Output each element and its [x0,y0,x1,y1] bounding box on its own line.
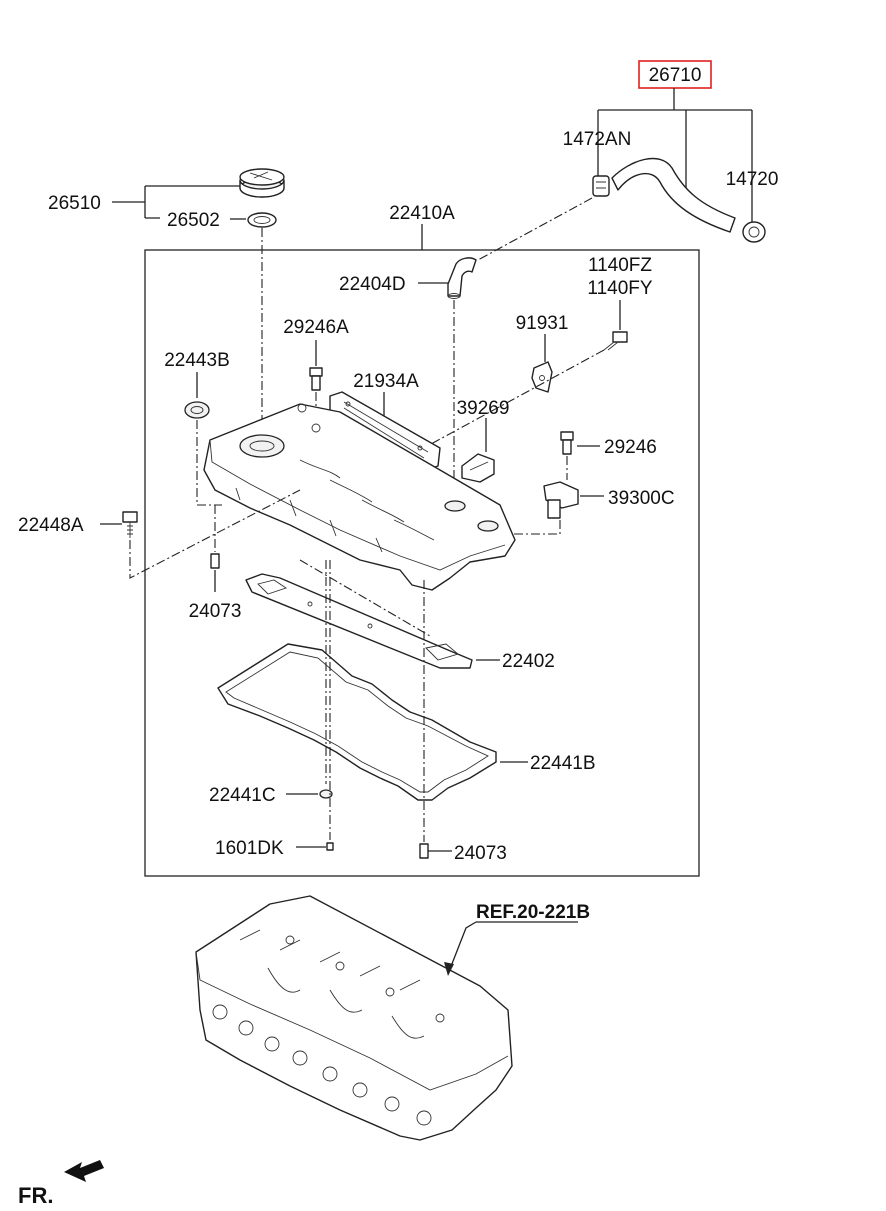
seal-22443b [184,401,210,419]
label-24073-upper: 24073 [189,601,242,622]
leader-26510 [112,185,240,219]
pcv-hose-22404d [447,257,477,299]
label-14720: 14720 [726,169,779,190]
label-22441b: 22441B [530,753,596,774]
label-26502: 26502 [167,210,220,231]
label-22448a: 22448A [18,515,84,536]
label-1140fy: 1140FY [587,278,652,299]
filler-cap-gasket [247,212,277,228]
highlight-box-26710 [638,60,712,89]
label-39269: 39269 [457,398,510,419]
label-1472an: 1472AN [563,129,632,150]
bracket-91931 [531,361,553,393]
plug-1601dk [326,842,334,851]
dash-22443b [196,420,222,506]
ref-leader [447,921,477,975]
label-22441c: 22441C [209,785,276,806]
sensor-bolt-29246a [309,367,323,391]
cam-sensor-39300c [543,481,579,519]
label-1601dk: 1601DK [215,838,284,859]
label-21934a: 21934A [353,371,419,392]
breather-hose [611,157,736,233]
ref-arrowhead [444,962,454,976]
hose-clamp-1472an [592,175,610,197]
cover-gasket-22441b [217,643,497,801]
label-29246a: 29246A [283,317,349,338]
label-22410a: 22410A [389,203,455,224]
label-91931: 91931 [516,313,569,334]
label-22402: 22402 [502,651,555,672]
bolt-22448a [122,511,138,538]
dash-plate-left [299,559,431,637]
label-22404d: 22404D [339,274,406,295]
bolt-1140 [603,331,628,351]
fr-arrow-icon [64,1160,104,1182]
sensor-bolt-29246 [560,431,574,455]
label-24073-lower: 24073 [454,843,507,864]
label-26710: 26710 [649,65,702,86]
label-1140fz: 1140FZ [588,255,652,276]
label-26510: 26510 [48,193,101,214]
hose-clamp-14720 [742,221,766,243]
dash-bracket [419,349,605,451]
label-39300c: 39300C [608,488,675,509]
cylinder-head-reference [195,895,513,1141]
cylinder-head-cover [203,403,516,591]
label-29246: 29246 [604,437,657,458]
oil-filler-cap [239,168,285,198]
label-ref: REF.20-221B [476,902,590,923]
bracket-39269 [461,453,495,483]
dowel-24073a [210,553,220,569]
dash-hose-to-pcv [477,197,593,261]
label-22443b: 22443B [164,350,230,371]
label-fr: FR. [18,1183,53,1208]
leader-26710 [597,88,753,222]
washer-22441c [319,789,333,799]
gasket-plate-22402 [245,573,473,669]
dowel-24073b [419,843,429,859]
dash-22448a [129,489,301,579]
